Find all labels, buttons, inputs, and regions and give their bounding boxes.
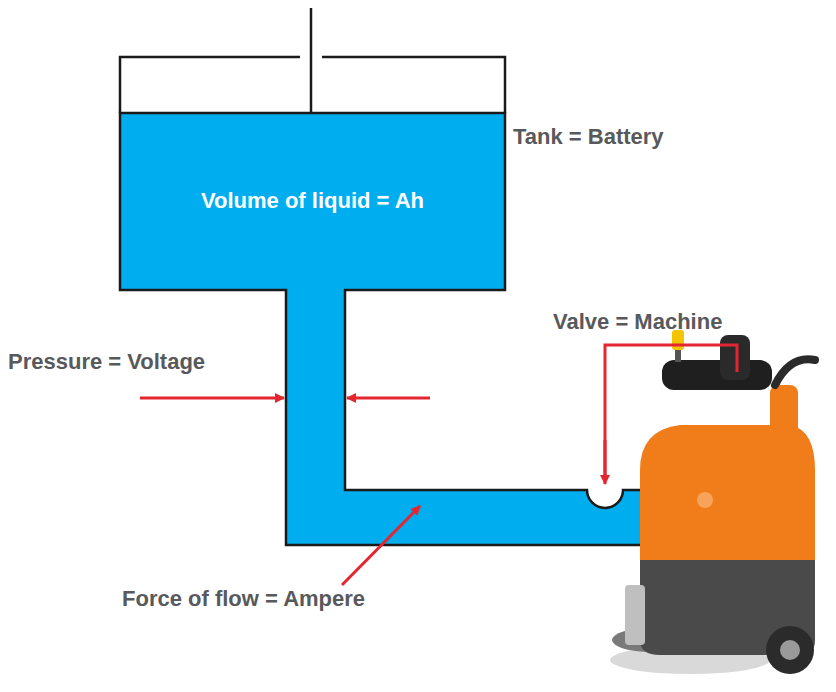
- squeegee: [625, 585, 645, 645]
- tank-node: Volume of liquid = Ah: [122, 115, 503, 288]
- seat: [662, 360, 772, 390]
- pressure-arrow: [347, 397, 430, 400]
- seat-back: [720, 335, 750, 380]
- wheel: [766, 626, 814, 674]
- wheel-hub: [780, 640, 800, 660]
- part-label: Valve = Machine: [553, 309, 722, 335]
- part-label: Pressure = Voltage: [8, 349, 205, 375]
- steering-column: [770, 385, 798, 475]
- body-cap: [697, 492, 713, 508]
- tank-text: Volume of liquid = Ah: [201, 188, 424, 214]
- pressure-arrow: [140, 397, 284, 400]
- lid-outline: [120, 57, 505, 113]
- beacon-post: [675, 350, 681, 362]
- part-label: Force of flow = Ampere: [122, 586, 365, 612]
- steering-wheel: [775, 359, 815, 385]
- valve-arrow: [604, 440, 607, 484]
- scrubber-machine: [610, 330, 815, 674]
- flow-arrow: [342, 506, 420, 585]
- part-label: Tank = Battery: [513, 124, 664, 150]
- lid-rod: [310, 8, 313, 112]
- tank-lid: [120, 8, 505, 113]
- valve-bracket: [605, 345, 737, 476]
